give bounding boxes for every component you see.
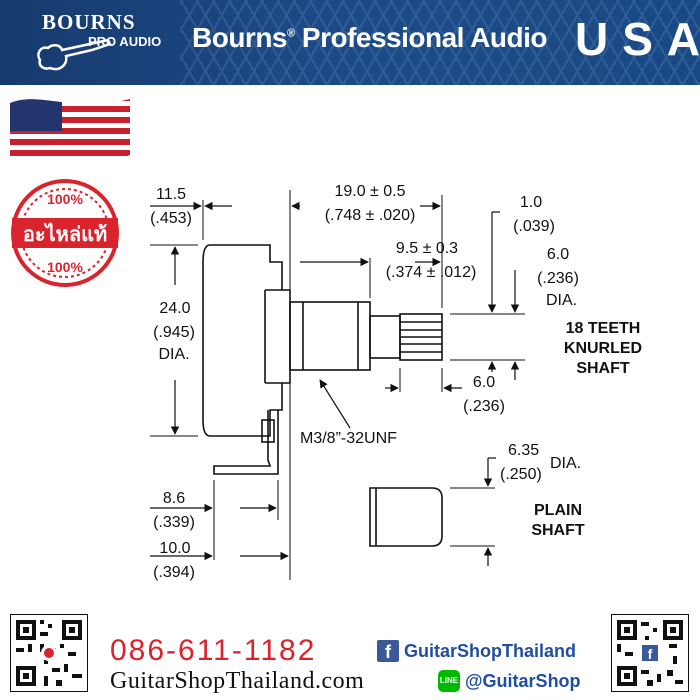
label-thread: M3/8”-32UNF [300, 430, 397, 447]
label-knurled-2: KNURLED [563, 340, 643, 357]
line-handle: @GuitarShop [465, 671, 581, 691]
label-overall-in: (.748 ± .020) [324, 207, 416, 224]
label-lug-2-in: (.394) [153, 564, 195, 581]
bourns-logo: BOURNS PRO AUDIO [30, 8, 180, 78]
brand-name: Bourns [192, 22, 288, 53]
label-knurled-1: 18 TEETH [565, 320, 641, 337]
badge-percent-bottom: 100% [47, 259, 83, 275]
label-lug-2: 10.0 [159, 540, 191, 557]
label-plain-dia: 6.35 [508, 442, 540, 459]
qr-code-facebook-icon: f [611, 614, 689, 692]
shaft-collar [369, 315, 401, 359]
terminal-lug [213, 410, 279, 475]
label-overall: 19.0 ± 0.5 [334, 183, 406, 200]
brand-title: Bourns® Professional Audio [192, 22, 548, 54]
potentiometer-drawing [150, 190, 525, 580]
label-lug-1-in: (.339) [153, 514, 195, 531]
label-body-dia-in: (.945) [153, 324, 195, 341]
pot-rim [264, 289, 282, 384]
facebook-icon: f [377, 640, 399, 662]
anti-rotation-tab [261, 419, 275, 443]
label-knurl-dia-unit: DIA. [546, 292, 578, 309]
genuine-parts-badge: 100% อะไหล่แท้ 100% [11, 179, 119, 287]
badge-thai-text: อะไหล่แท้ [23, 222, 107, 246]
plain-shaft [369, 487, 443, 547]
usa-flag-icon [10, 99, 130, 161]
label-shaft: 9.5 ± 0.3 [395, 240, 459, 257]
facebook-handle: GuitarShopThailand [404, 641, 577, 661]
label-knurl-dia: 6.0 [546, 246, 570, 263]
thread-leader [319, 379, 351, 429]
badge-percent-top: 100% [47, 191, 83, 207]
label-plain-dia-unit: DIA. [550, 455, 582, 472]
country-label: USA [575, 13, 700, 65]
label-body-depth: 11.5 [156, 186, 186, 203]
label-shaft-in: (.374 ± .012) [385, 264, 477, 281]
label-knurl-len-in: (.236) [463, 398, 505, 415]
label-plain-1: PLAIN [534, 502, 582, 519]
header-banner: BOURNS PRO AUDIO Bourns® Professional Au… [0, 0, 700, 85]
label-knurl-len: 6.0 [472, 374, 496, 391]
guitar-icon [37, 38, 112, 71]
qr-code-website-icon [10, 614, 88, 692]
label-body-dia: 24.0 [159, 300, 191, 317]
label-lug-1: 8.6 [162, 490, 186, 507]
phone-number[interactable]: 086-611-1182 [110, 634, 317, 667]
line-icon: LINE [438, 670, 460, 692]
website-link[interactable]: GuitarShopThailand.com [110, 668, 365, 694]
label-knurl-dia-in: (.236) [537, 270, 579, 287]
label-gap: 1.0 [519, 194, 543, 211]
label-body-depth-in: (.453) [150, 210, 192, 227]
label-plain-2: SHAFT [531, 522, 585, 539]
pot-body [202, 244, 291, 437]
label-body-dia-unit: DIA. [158, 346, 190, 363]
logo-brand: BOURNS [42, 10, 136, 34]
brand-suffix: Professional Audio [301, 22, 548, 53]
label-gap-in: (.039) [513, 218, 555, 235]
registered-mark: ® [287, 27, 295, 40]
label-knurled-3: SHAFT [576, 360, 630, 377]
banner-pattern [180, 0, 700, 85]
svg-text:f: f [648, 646, 653, 662]
label-plain-dia-in: (.250) [500, 466, 542, 483]
